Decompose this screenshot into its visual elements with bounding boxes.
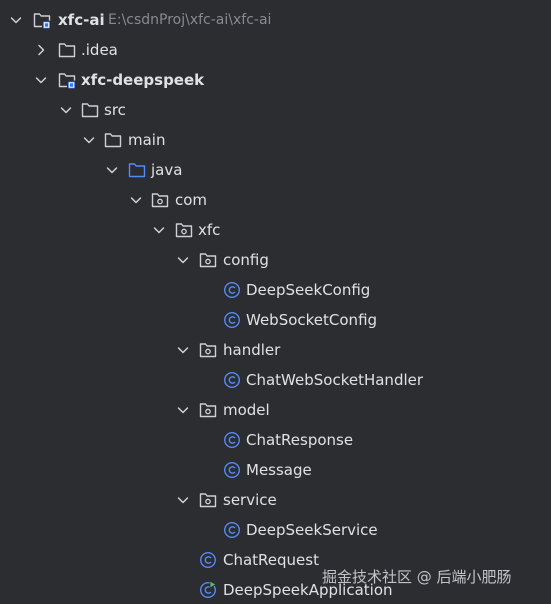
tree-node-main-class[interactable]: DeepSpeekApplication — [0, 575, 551, 604]
tree-node-label: ChatRequest — [223, 551, 319, 569]
chevron-down-icon[interactable] — [175, 492, 191, 508]
tree-node-label: java — [151, 161, 183, 179]
tree-node-class[interactable]: Message — [0, 455, 551, 485]
tree-node-class[interactable]: WebSocketConfig — [0, 305, 551, 335]
chevron-down-icon[interactable] — [104, 162, 120, 178]
chevron-down-icon[interactable] — [175, 252, 191, 268]
chevron-down-icon[interactable] — [151, 222, 167, 238]
project-path: E:\csdnProj\xfc-ai\xfc-ai — [108, 12, 272, 28]
tree-node-class[interactable]: ChatRequest — [0, 545, 551, 575]
tree-node-model[interactable]: model — [0, 395, 551, 425]
folder-icon — [58, 43, 76, 58]
chevron-down-icon[interactable] — [128, 192, 144, 208]
tree-node-project[interactable]: xfc-ai E:\csdnProj\xfc-ai\xfc-ai — [0, 5, 551, 35]
main-class-icon — [199, 580, 217, 599]
tree-node-class[interactable]: ChatWebSocketHandler — [0, 365, 551, 395]
tree-node-handler[interactable]: handler — [0, 335, 551, 365]
package-icon — [199, 253, 217, 268]
tree-node-config[interactable]: config — [0, 245, 551, 275]
tree-node-label: src — [104, 101, 126, 119]
chevron-down-icon[interactable] — [81, 132, 97, 148]
package-icon — [151, 193, 169, 208]
tree-node-label: xfc-deepspeek — [81, 71, 205, 89]
tree-node-xfc[interactable]: xfc — [0, 215, 551, 245]
tree-node-idea[interactable]: .idea — [0, 35, 551, 65]
tree-node-label: DeepSeekService — [246, 521, 378, 539]
class-icon — [223, 431, 241, 449]
chevron-down-icon[interactable] — [33, 72, 49, 88]
class-icon — [223, 461, 241, 479]
chevron-down-icon[interactable] — [175, 342, 191, 358]
chevron-right-icon[interactable] — [33, 42, 49, 58]
tree-node-label: DeepSpeekApplication — [223, 581, 393, 599]
module-folder-icon — [33, 13, 51, 30]
package-icon — [199, 343, 217, 358]
class-icon — [199, 551, 217, 569]
tree-node-service[interactable]: service — [0, 485, 551, 515]
tree-node-label: handler — [223, 341, 281, 359]
class-icon — [223, 521, 241, 539]
tree-node-com[interactable]: com — [0, 185, 551, 215]
module-folder-icon — [58, 73, 76, 90]
class-icon — [223, 371, 241, 389]
tree-node-src[interactable]: src — [0, 95, 551, 125]
class-icon — [223, 281, 241, 299]
project-name: xfc-ai — [58, 11, 105, 29]
tree-node-label: ChatResponse — [246, 431, 354, 449]
tree-node-label: model — [223, 401, 270, 419]
tree-node-label: com — [175, 191, 208, 209]
folder-icon — [104, 133, 122, 148]
class-icon — [223, 311, 241, 329]
watermark: 掘金技术社区 @ 后端小肥肠 — [322, 568, 512, 586]
tree-node-label: service — [223, 491, 277, 509]
tree-node-label: .idea — [81, 41, 118, 59]
tree-node-label: Message — [246, 461, 312, 479]
tree-node-module[interactable]: xfc-deepspeek — [0, 65, 551, 95]
package-icon — [199, 403, 217, 418]
package-icon — [175, 223, 193, 238]
tree-node-class[interactable]: DeepSeekService — [0, 515, 551, 545]
chevron-down-icon[interactable] — [58, 102, 74, 118]
tree-node-class[interactable]: ChatResponse — [0, 425, 551, 455]
chevron-down-icon[interactable] — [175, 402, 191, 418]
chevron-down-icon[interactable] — [8, 12, 24, 28]
package-icon — [199, 493, 217, 508]
tree-node-label: DeepSeekConfig — [246, 281, 371, 299]
tree-node-class[interactable]: DeepSeekConfig — [0, 275, 551, 305]
tree-node-label: xfc — [198, 221, 221, 239]
tree-node-label: main — [128, 131, 166, 149]
tree-node-label: WebSocketConfig — [246, 311, 378, 329]
source-root-folder-icon — [128, 163, 146, 178]
tree-node-label: config — [223, 251, 269, 269]
tree-node-main[interactable]: main — [0, 125, 551, 155]
folder-icon — [81, 103, 99, 118]
tree-node-java[interactable]: java — [0, 155, 551, 185]
tree-node-label: ChatWebSocketHandler — [246, 371, 424, 389]
